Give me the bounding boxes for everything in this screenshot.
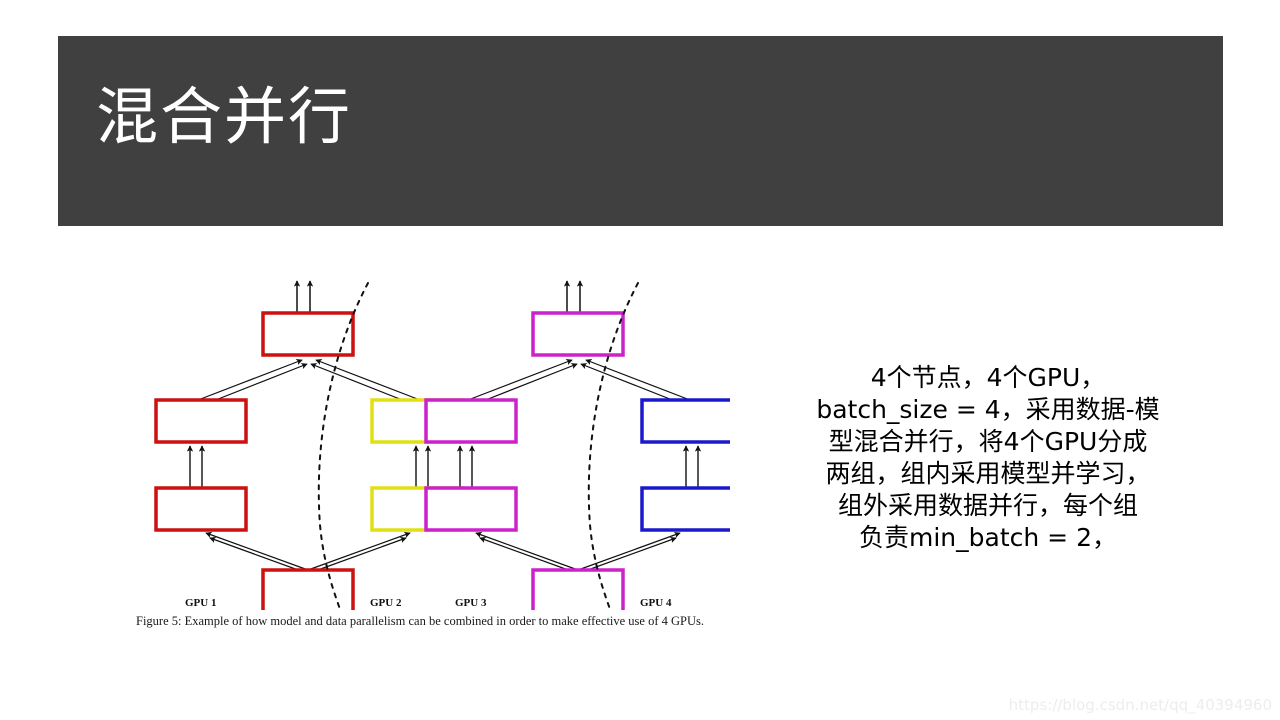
node-box-gpu4-mid-upper <box>640 398 730 444</box>
figure-caption: Figure 5: Example of how model and data … <box>136 614 705 628</box>
connector-mid-gpu1 <box>186 445 206 488</box>
node-box-gpu3-bottom <box>531 568 625 610</box>
connector-mid-gpu2 <box>412 445 432 488</box>
node-box-gpu3-top <box>531 311 625 357</box>
node-box-gpu3-mid-upper <box>424 398 518 444</box>
body-text-line: 组外采用数据并行，每个组 <box>837 491 1138 520</box>
group-gpu1-gpu2: GPU 1 GPU 2 <box>154 280 464 610</box>
node-box-gpu1-bottom <box>261 568 355 610</box>
node-box-gpu1-top <box>261 311 355 357</box>
node-box-gpu1-mid-upper <box>154 398 248 444</box>
connector-mid-gpu4 <box>682 445 702 488</box>
gpu-label-1: GPU 1 <box>185 597 216 609</box>
slide-title-bar: 混合并行 <box>58 36 1223 226</box>
group-gpu3-gpu4: GPU 3 GPU 4 <box>424 280 730 610</box>
page-title: 混合并行 <box>96 80 353 153</box>
output-arrows-group-b <box>563 280 584 313</box>
connector-left-to-top-a <box>197 359 308 406</box>
watermark: https://blog.csdn.net/qq_40394960 <box>1008 696 1272 714</box>
body-text-line: 负责min_batch = 2， <box>859 523 1117 552</box>
node-box-gpu1-mid-lower <box>154 486 248 532</box>
body-text-line: 4个节点，4个GPU， <box>870 363 1106 392</box>
node-box-gpu4-mid-lower <box>640 486 730 532</box>
body-text-block: 4个节点，4个GPU， batch_size = 4，采用数据-模 型混合并行，… <box>778 362 1198 554</box>
divider-curve-a <box>317 282 369 610</box>
gpu-label-3: GPU 3 <box>455 597 487 609</box>
node-box-gpu3-mid-lower <box>424 486 518 532</box>
connector-right-to-top-b <box>580 359 691 406</box>
body-text-line: 型混合并行，将4个GPU分成 <box>828 427 1148 456</box>
divider-curve-b <box>587 282 639 610</box>
body-text-line: 两组，组内采用模型并学习， <box>825 459 1151 488</box>
gpu-label-4: GPU 4 <box>640 597 672 609</box>
connector-left-to-top-b <box>467 359 578 406</box>
output-arrows-group-a <box>293 280 314 313</box>
parallelism-diagram: GPU 1 GPU 2 <box>154 280 730 610</box>
gpu-label-2: GPU 2 <box>370 597 402 609</box>
connector-mid-gpu3 <box>456 445 476 488</box>
connector-right-to-top-a <box>310 359 421 406</box>
figure-region: GPU 1 GPU 2 <box>130 265 730 655</box>
body-text-line: batch_size = 4，采用数据-模 <box>816 395 1160 424</box>
